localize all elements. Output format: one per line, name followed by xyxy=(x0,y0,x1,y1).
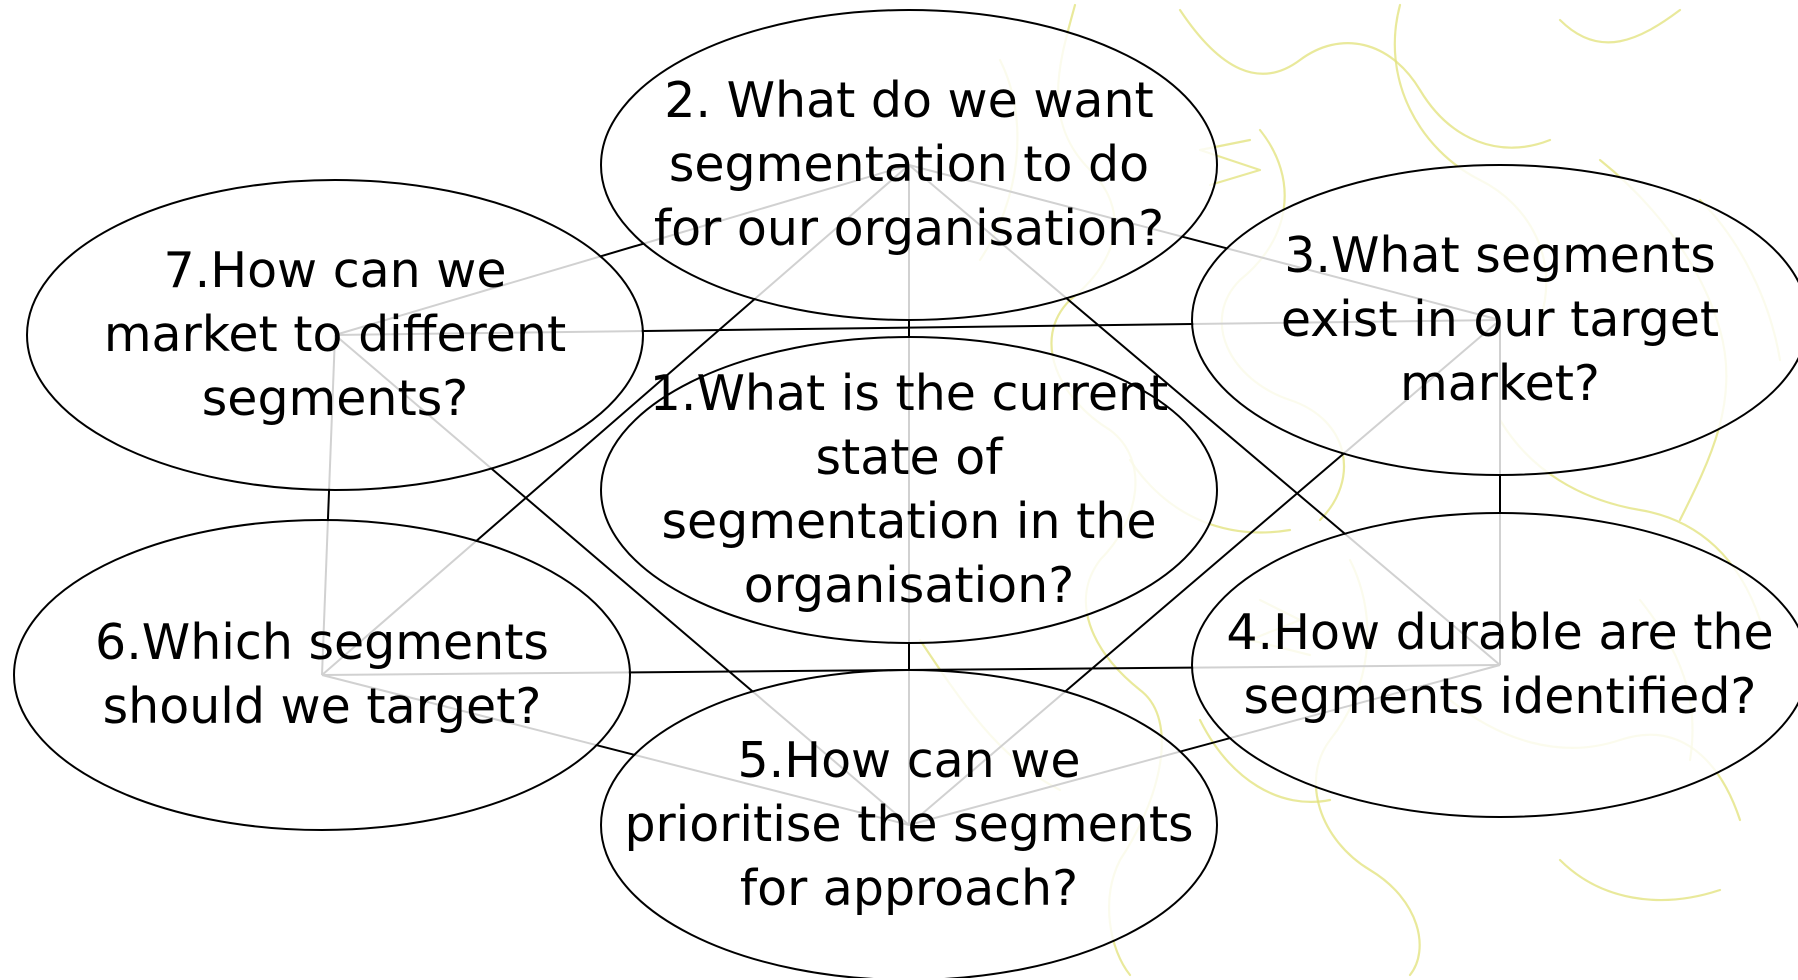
bubble-fill-1 xyxy=(602,338,1216,642)
bubble-fill-3 xyxy=(1193,166,1798,474)
bubble-fill-2 xyxy=(602,11,1216,319)
question-bubbles xyxy=(13,9,1798,978)
bubble-fill-5 xyxy=(602,671,1216,978)
question-bubble-5 xyxy=(600,669,1218,978)
question-bubble-6 xyxy=(13,519,631,831)
question-bubble-7 xyxy=(26,179,644,491)
question-bubble-1 xyxy=(600,336,1218,644)
question-bubble-3 xyxy=(1191,164,1798,476)
bubble-fill-7 xyxy=(28,181,642,489)
bubble-fill-6 xyxy=(15,521,629,829)
question-bubble-2 xyxy=(600,9,1218,321)
question-bubble-4 xyxy=(1191,512,1798,818)
bubble-fill-4 xyxy=(1193,514,1798,816)
bubble-fills xyxy=(15,11,1798,978)
